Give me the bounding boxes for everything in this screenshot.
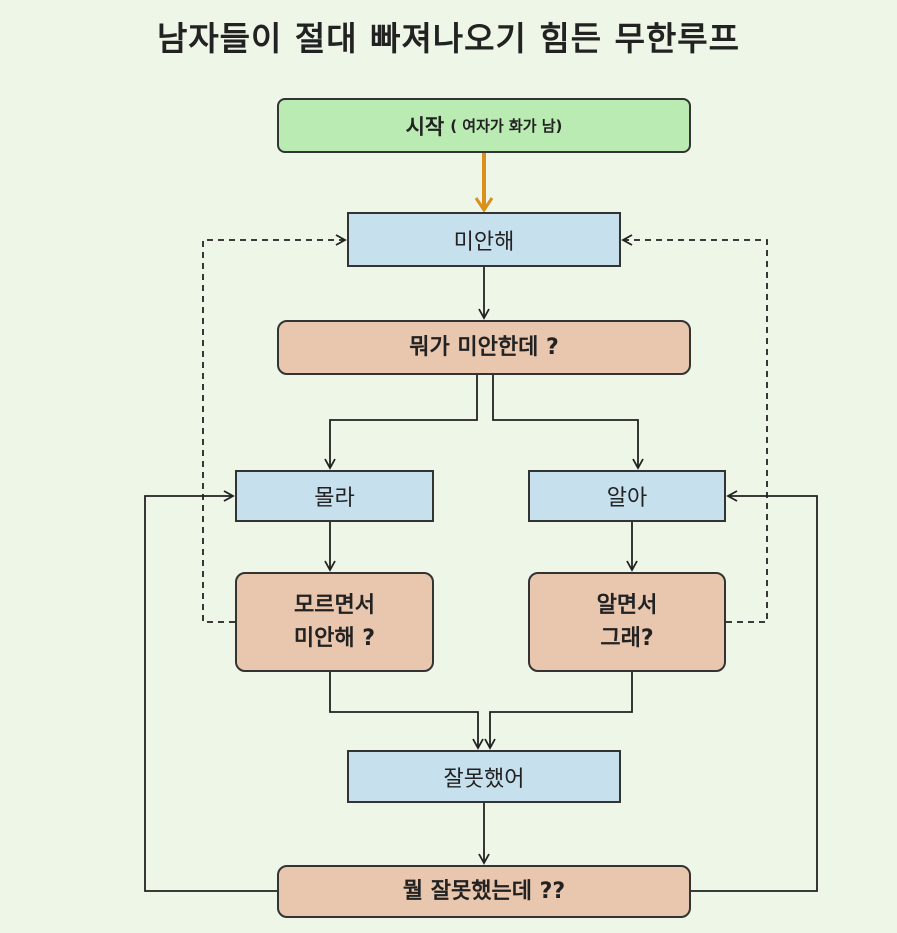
arrow-left-to-myfault — [329, 672, 484, 750]
node-what-sorry: 뭐가 미안한데 ? — [277, 320, 691, 375]
know-label: 알아 — [606, 486, 648, 511]
node-know-why: 알면서 그래? — [528, 572, 726, 672]
arrow-what-to-know — [492, 375, 644, 470]
start-note: ( 여자가 화가 남) — [450, 117, 563, 135]
know-why-line2: 그래? — [600, 626, 654, 651]
node-what-fault: 뭘 잘못했는데 ?? — [277, 865, 691, 918]
sorry-label: 미안해 — [453, 229, 515, 255]
loop-right-to-know — [691, 490, 818, 892]
dont-know-sorry-line1: 모르면서 — [294, 593, 375, 618]
loop-left-to-dontknow — [144, 490, 277, 892]
start-label: 시작 — [405, 114, 445, 139]
what-fault-label: 뭘 잘못했는데 ?? — [402, 879, 566, 904]
node-sorry: 미안해 — [347, 212, 621, 267]
arrow-what-to-dontknow — [324, 375, 478, 470]
node-know: 알아 — [528, 470, 726, 522]
start-arrowhead — [474, 197, 494, 213]
dashed-loop-left — [202, 234, 347, 623]
node-dont-know-sorry: 모르면서 미안해 ? — [235, 572, 434, 672]
know-why-line1: 알면서 — [596, 593, 658, 618]
my-fault-label: 잘못했어 — [443, 766, 525, 792]
dashed-loop-right — [621, 234, 768, 623]
arrow-right-to-myfault — [484, 672, 633, 750]
node-my-fault: 잘못했어 — [347, 750, 621, 803]
dont-know-label: 몰라 — [314, 486, 355, 511]
dont-know-sorry-line2: 미안해 ? — [293, 626, 376, 651]
node-dont-know: 몰라 — [235, 470, 434, 522]
diagram-title: 남자들이 절대 빠져나오기 힘든 무한루프 — [156, 19, 741, 58]
what-sorry-label: 뭐가 미안한데 ? — [409, 335, 559, 360]
node-start: 시작 ( 여자가 화가 남) — [277, 98, 691, 153]
